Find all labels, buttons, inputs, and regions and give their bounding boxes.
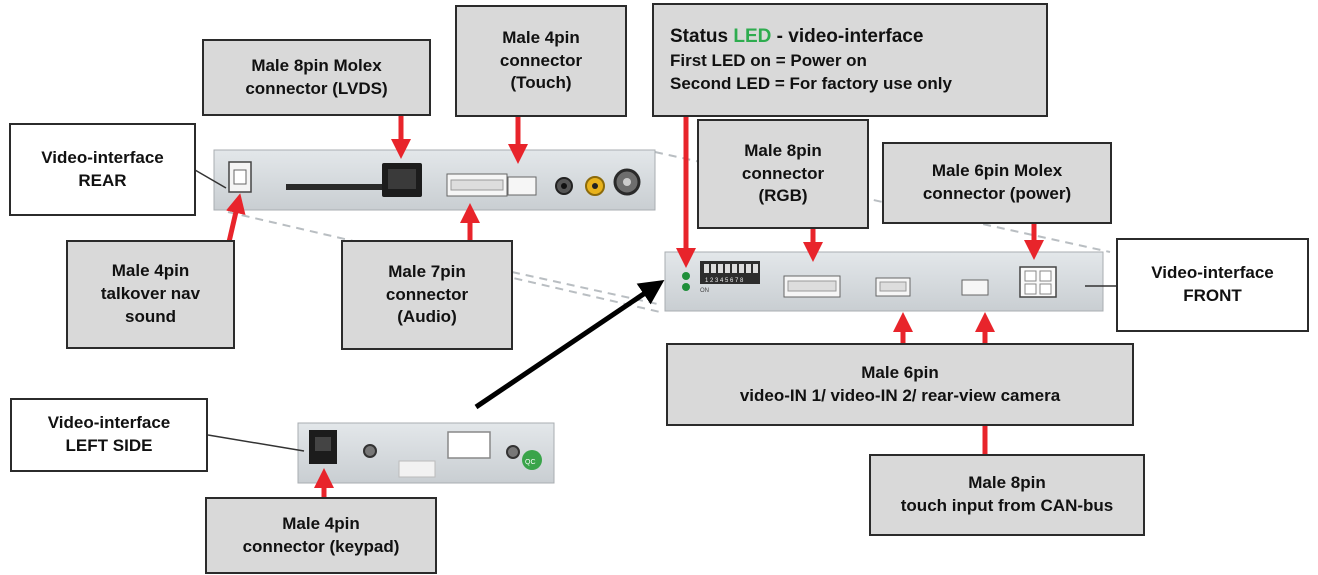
- left-screw-1: [363, 444, 377, 458]
- left-screw-2: [506, 445, 520, 459]
- label-male4pin-touch: Male 4pin connector (Touch): [455, 5, 627, 117]
- svg-text:QC: QC: [525, 459, 536, 466]
- front-dip-on-label: ON: [700, 288, 709, 294]
- label-video-interface-rear: Video-interface REAR: [9, 123, 196, 216]
- left-window: [447, 431, 491, 459]
- front-can-connector: [961, 279, 989, 296]
- label-male8pin-lvds: Male 8pin Molex connector (LVDS): [202, 39, 431, 116]
- red-arrows: [226, 114, 1044, 500]
- rear-slot: [286, 184, 382, 190]
- label-male7pin-audio: Male 7pin connector (Audio): [341, 240, 513, 350]
- label-male6pin-video: Male 6pin video-IN 1/ video-IN 2/ rear-v…: [666, 343, 1134, 426]
- label-male4pin-keypad: Male 4pin connector (keypad): [205, 497, 437, 574]
- arrow-left-to-front: [474, 280, 665, 410]
- status-prefix: Status: [670, 26, 729, 48]
- device-left-side: QC: [297, 422, 555, 484]
- device-rear: [213, 149, 656, 211]
- front-dip-numbers: 1 2 3 4 5 6 7 8: [705, 278, 744, 284]
- label-video-interface-front: Video-interface FRONT: [1116, 238, 1309, 332]
- status-line-power: First LED on = Power on: [670, 50, 867, 70]
- front-led-2: [682, 283, 690, 291]
- label-male8pin-rgb: Male 8pin connector (RGB): [697, 119, 869, 229]
- label-video-interface-left-side: Video-interface LEFT SIDE: [10, 398, 208, 472]
- label-male8pin-can-bus: Male 8pin touch input from CAN-bus: [869, 454, 1145, 536]
- front-led-1: [682, 272, 690, 280]
- label-male4pin-talkover: Male 4pin talkover nav sound: [66, 240, 235, 349]
- label-male6pin-power: Male 6pin Molex connector (power): [882, 142, 1112, 224]
- device-front: 1 2 3 4 5 6 7 8 ON: [664, 251, 1104, 312]
- arrow-talkover: [226, 193, 246, 243]
- label-status-led: Status LED - video-interface First LED o…: [652, 3, 1048, 117]
- leader-lines: [194, 169, 1120, 452]
- left-qc-sticker: [522, 450, 542, 470]
- rear-touch-connector: [507, 176, 537, 196]
- left-white-label: [398, 460, 436, 478]
- status-led-word: LED: [733, 26, 772, 48]
- status-line-factory: Second LED = For factory use only: [670, 73, 952, 93]
- status-suffix: - video-interface: [776, 26, 924, 48]
